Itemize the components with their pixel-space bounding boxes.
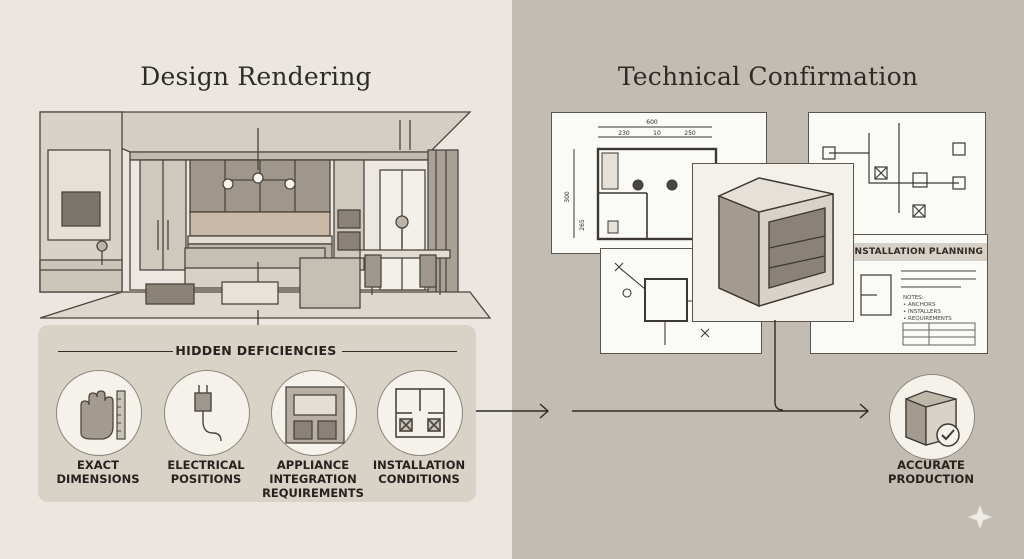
- electrical-positions-circle: [164, 370, 250, 456]
- note-line: • INSTALLERS: [903, 309, 941, 315]
- dim-b: 10: [653, 130, 661, 137]
- wiring-drawing: [614, 262, 731, 345]
- exact-dimensions-label: EXACT DIMENSIONS: [38, 458, 158, 486]
- cabinet-3d-card: [692, 163, 854, 322]
- installation-conditions-circle: [377, 370, 463, 456]
- hand-ruler-icon: [80, 390, 126, 440]
- dim-c: 250: [684, 130, 696, 137]
- label-line: APPLIANCE: [276, 458, 350, 472]
- install-title: INSTALLATION PLANNING: [851, 247, 984, 257]
- label-line: PRODUCTION: [888, 472, 974, 486]
- accurate-production-label: ACCURATE PRODUCTION: [861, 458, 1001, 486]
- electrical-positions-label: ELECTRICAL POSITIONS: [146, 458, 266, 486]
- corner-cabinet-drawing: [717, 177, 834, 308]
- dim-side-2: 265: [579, 219, 586, 231]
- label-line: DIMENSIONS: [56, 472, 140, 486]
- label-line: POSITIONS: [170, 472, 242, 486]
- note-line: • REQUIREMENTS: [903, 316, 952, 322]
- sparkle-icon: [967, 504, 993, 530]
- dim-side-1: 300: [564, 191, 571, 203]
- interior-rendering-illustration: [39, 111, 492, 319]
- appliance-integration-circle: [271, 370, 357, 456]
- note-line: NOTES:: [903, 295, 924, 301]
- dim-total: 600: [646, 119, 658, 126]
- floorplan-icon: [395, 388, 445, 438]
- accurate-production-circle: [889, 374, 975, 460]
- label-line: ELECTRICAL: [167, 458, 245, 472]
- dim-a: 230: [618, 130, 630, 137]
- appliance-integration-label: APPLIANCE INTEGRATION REQUIREMENTS: [253, 458, 373, 500]
- heading-rule-right: [342, 351, 457, 352]
- installation-conditions-label: INSTALLATION CONDITIONS: [359, 458, 479, 486]
- label-line: EXACT: [77, 458, 119, 472]
- install-title-bar: [811, 243, 987, 261]
- plug-icon: [194, 385, 222, 442]
- technical-confirmation-title: Technical Confirmation: [617, 62, 919, 91]
- install-notes: NOTES: • ANCHORS • INSTALLERS • REQUIREM…: [903, 295, 952, 323]
- exact-dimensions-circle: [56, 370, 142, 456]
- cabinet-icon: [285, 386, 345, 444]
- heading-rule-left: [58, 351, 173, 352]
- install-planning-lines: [860, 270, 976, 346]
- check-cabinet-icon: [905, 390, 960, 447]
- label-line: INSTALLATION: [372, 458, 466, 472]
- label-line: CONDITIONS: [378, 472, 460, 486]
- label-line: INTEGRATION: [269, 472, 357, 486]
- label-line: ACCURATE: [897, 458, 965, 472]
- note-line: • ANCHORS: [903, 302, 936, 308]
- label-line: REQUIREMENTS: [262, 486, 364, 500]
- design-rendering-title: Design Rendering: [140, 62, 372, 91]
- hidden-deficiencies-heading: HIDDEN DEFICIENCIES: [175, 343, 337, 358]
- electrical-schematic-drawing: [822, 123, 966, 218]
